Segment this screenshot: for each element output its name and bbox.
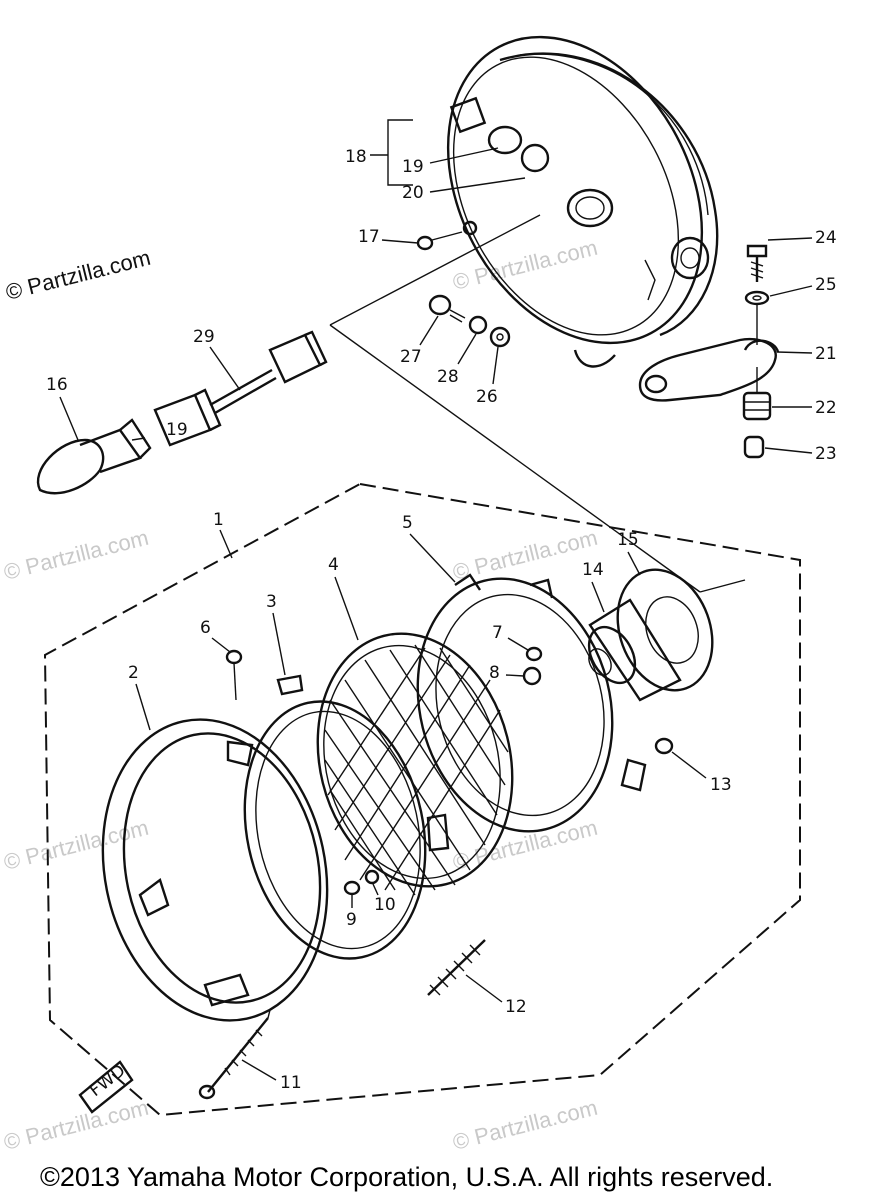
watermark: © Partzilla.com — [1, 815, 151, 875]
watermark: © Partzilla.com — [1, 525, 151, 585]
watermark: © Partzilla.com — [450, 1095, 600, 1155]
callout-15: 15 — [617, 530, 639, 550]
dust-cover — [616, 568, 714, 692]
fasteners — [198, 649, 674, 1100]
callout-28: 28 — [437, 367, 459, 387]
lamp-unit-group-outline — [43, 482, 801, 1117]
mounting-bezel — [416, 573, 647, 833]
callout-10: 10 — [374, 895, 396, 915]
callout-11: 11 — [280, 1073, 302, 1093]
callout-4: 4 — [328, 555, 339, 575]
callout-2: 2 — [128, 663, 139, 683]
callout-20: 20 — [402, 183, 424, 203]
copyright-notice: ©2013 Yamaha Motor Corporation, U.S.A. A… — [40, 1162, 773, 1192]
callouts: 18 19 20 17 24 25 21 22 23 27 28 26 29 1… — [46, 119, 837, 1093]
housing-bracket-assembly — [638, 244, 780, 459]
callout-5: 5 — [402, 513, 413, 533]
callout-27: 27 — [400, 347, 422, 367]
callout-16: 16 — [46, 375, 68, 395]
retaining-ring — [243, 674, 427, 960]
callout-13: 13 — [710, 775, 732, 795]
headlight-housing — [446, 35, 719, 368]
lens-reflector — [316, 632, 514, 896]
headlight-bulb — [36, 418, 152, 495]
callout-12: 12 — [505, 997, 527, 1017]
callout-17: 17 — [358, 227, 380, 247]
callout-9: 9 — [346, 910, 357, 930]
callout-3: 3 — [266, 592, 277, 612]
headlight-rim — [101, 718, 329, 1022]
callout-8: 8 — [489, 663, 500, 683]
callout-24: 24 — [815, 228, 837, 248]
leader-line — [699, 579, 746, 593]
callout-22: 22 — [815, 398, 837, 418]
callout-25: 25 — [815, 275, 837, 295]
callout-21: 21 — [815, 344, 837, 364]
callout-1: 1 — [213, 510, 224, 530]
callout-26: 26 — [476, 387, 498, 407]
callout-14: 14 — [582, 560, 604, 580]
callout-23: 23 — [815, 444, 837, 464]
callout-6: 6 — [200, 618, 211, 638]
callout-18: 18 — [345, 147, 367, 167]
wiring-connector: 19 — [153, 330, 328, 447]
callout-7: 7 — [492, 623, 503, 643]
callout-19: 19 — [402, 157, 424, 177]
leader-line — [329, 324, 701, 593]
leader-line — [329, 214, 541, 326]
watermark: © Partzilla.com — [1, 1095, 151, 1155]
bulb-socket — [587, 598, 682, 702]
watermark: © Partzilla.com — [450, 815, 600, 875]
watermark: © Partzilla.com — [450, 525, 600, 585]
callout-29: 29 — [193, 327, 215, 347]
housing-small-hardware — [416, 231, 511, 348]
connector-label: 19 — [166, 420, 188, 440]
watermark-primary: © Partzilla.com — [3, 245, 153, 305]
